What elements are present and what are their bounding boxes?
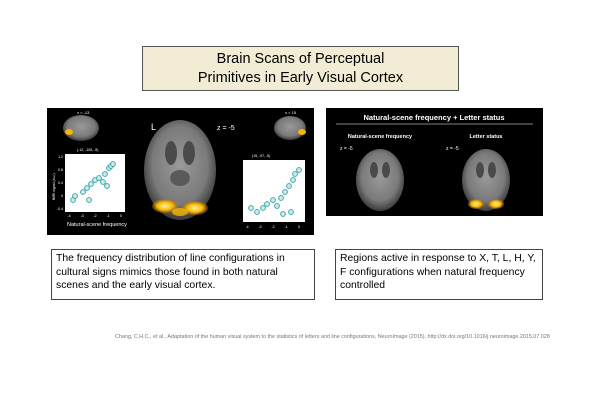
- slide-title-box: Brain Scans of Perceptual Primitives in …: [142, 46, 459, 91]
- scatter-marker: [286, 183, 292, 189]
- right-brain-figure: Natural-scene frequency + Letter status …: [326, 108, 543, 216]
- plot-left-xtick: -1: [106, 214, 109, 218]
- scatter-plot-left: (-12, -105, -5) fMRI signal (a.u.) 1.2 0.…: [52, 148, 125, 218]
- scatter-marker: [264, 201, 270, 207]
- inset-right-label: x = 15: [285, 110, 297, 115]
- plot-left-ytick: 0: [61, 194, 63, 198]
- citation: Chang, C.H.C., et al., Adaptation of the…: [115, 334, 550, 340]
- plot-left-xtick: 0: [120, 214, 122, 218]
- caption-right: Regions active in response to X, T, L, H…: [335, 249, 543, 300]
- scatter-marker: [88, 181, 94, 187]
- scatter-marker: [254, 209, 260, 215]
- scatter-marker: [96, 175, 102, 181]
- plot-left-xtick: -4: [67, 214, 70, 218]
- right-sagittal-inset: x = 15: [274, 110, 306, 140]
- plot-left-ytick: 0.4: [58, 181, 63, 185]
- plot-left-ytick: 0.8: [58, 168, 63, 172]
- hemisphere-label: L: [151, 122, 156, 132]
- scatter-marker: [110, 161, 116, 167]
- scatter-marker: [280, 211, 286, 217]
- right-z-right: z = -5: [446, 146, 459, 152]
- scatter-marker: [292, 171, 298, 177]
- scatter-plot-right: (15, -97, -5) -4 -3 -2 -1 0: [243, 154, 305, 229]
- caption-left: The frequency distribution of line confi…: [51, 249, 315, 300]
- scatter-marker: [248, 205, 254, 211]
- right-figure-svg: Natural-scene frequency + Letter status …: [336, 113, 533, 211]
- scatter-marker: [282, 189, 288, 195]
- left-sagittal-inset: x = -13: [63, 110, 99, 141]
- left-brain-figure: x = -13 x = 15 L z = -5 (-12, -105, -5) …: [47, 108, 314, 235]
- slide-title-line1: Brain Scans of Perceptual: [216, 50, 385, 67]
- scatter-marker: [72, 193, 78, 199]
- right-z-left: z = -5: [340, 146, 353, 152]
- scatter-marker: [80, 189, 86, 195]
- plot-right-xtick: -4: [245, 225, 248, 229]
- scatter-marker: [84, 185, 90, 191]
- plot-left-ytick: 1.2: [58, 155, 63, 159]
- scatter-marker: [290, 177, 296, 183]
- scatter-marker: [278, 195, 284, 201]
- right-brain-slice-1: [356, 149, 404, 211]
- scatter-marker: [104, 183, 110, 189]
- scatter-marker: [260, 205, 266, 211]
- inset-left-label: x = -13: [77, 110, 90, 115]
- scatter-marker: [102, 171, 108, 177]
- plot-right-xtick: -3: [258, 225, 261, 229]
- right-brain-slice-2: [462, 149, 510, 211]
- scatter-marker: [86, 197, 92, 203]
- right-sub-left: Natural-scene frequency: [348, 134, 413, 140]
- plot-right-xtick: -1: [284, 225, 287, 229]
- plot-left-xtick: -3: [80, 214, 83, 218]
- scatter-marker: [270, 197, 276, 203]
- scatter-marker: [296, 167, 302, 173]
- plot-left-xtick: -2: [93, 214, 96, 218]
- plot-right-xtick: 0: [298, 225, 300, 229]
- scatter-marker: [288, 209, 294, 215]
- left-figure-svg: x = -13 x = 15 L z = -5 (-12, -105, -5) …: [52, 110, 306, 229]
- plot-left-coords: (-12, -105, -5): [77, 148, 98, 152]
- right-figure-header: Natural-scene frequency + Letter status: [363, 113, 504, 122]
- slide-title-line2: Primitives in Early Visual Cortex: [197, 69, 404, 86]
- axial-brain-slice: [144, 120, 216, 220]
- plot-left-ytick: -0.4: [57, 207, 63, 211]
- right-sub-right: Letter status: [469, 134, 502, 140]
- plot-left-ylabel: fMRI signal (a.u.): [52, 173, 56, 200]
- plot-xlabel: Natural-scene frequency: [67, 222, 127, 228]
- plot-right-xtick: -2: [271, 225, 274, 229]
- plot-right-coords: (15, -97, -5): [252, 154, 270, 158]
- scatter-marker: [100, 179, 106, 185]
- z-label-left: z = -5: [217, 125, 235, 132]
- scatter-marker: [274, 203, 280, 209]
